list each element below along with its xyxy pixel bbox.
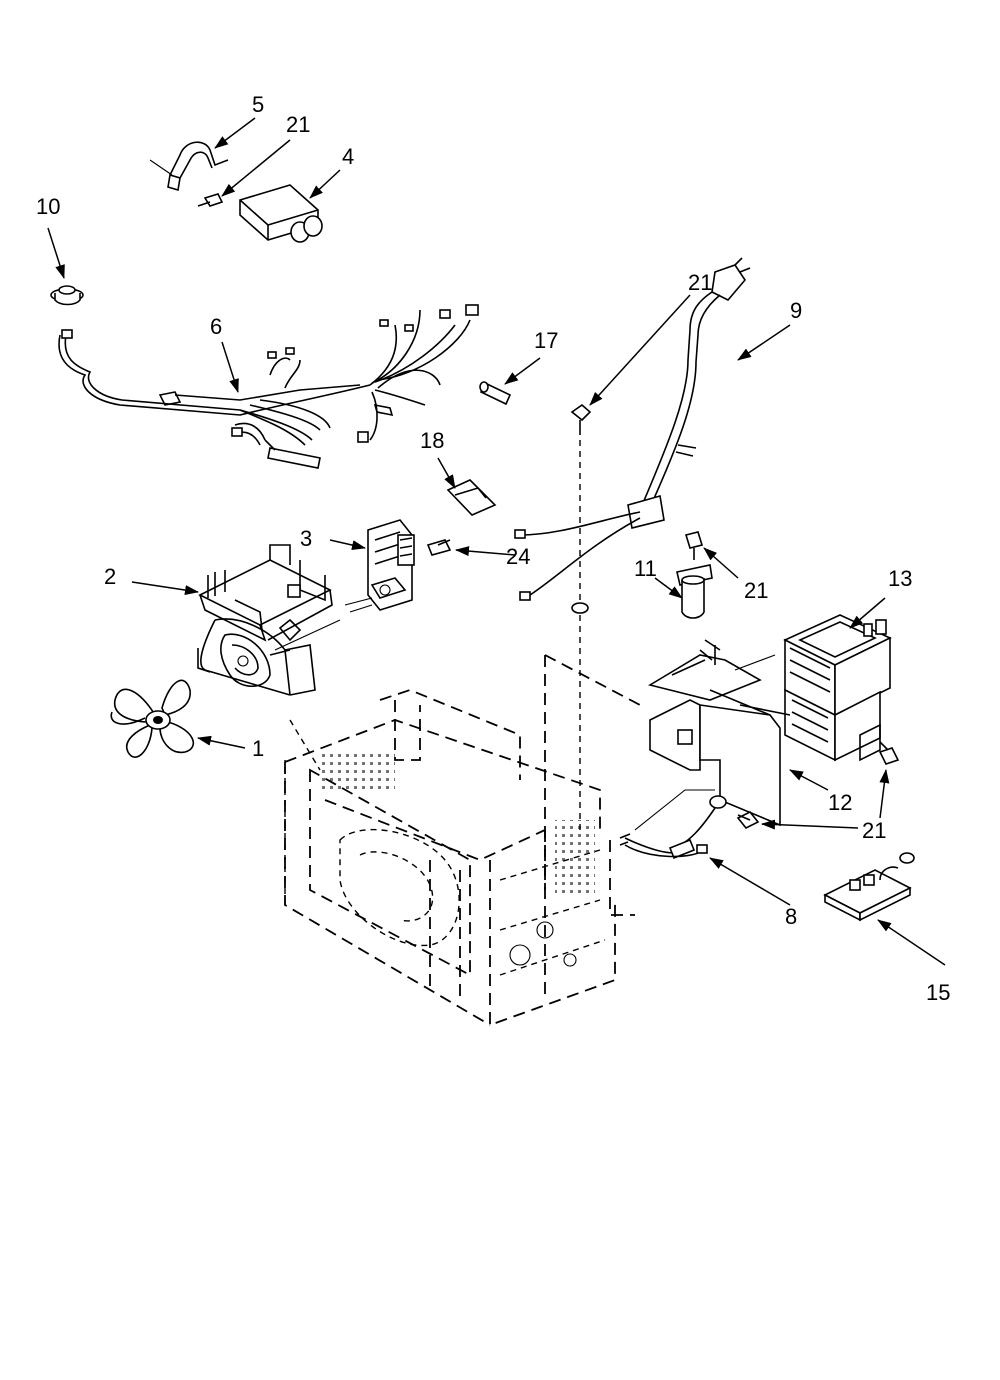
callout-21-lower-right: 21 (862, 818, 886, 843)
callout-21-capacitor-screw: 21 (286, 112, 310, 137)
ground-screw-part (570, 403, 592, 830)
callout-13: 13 (888, 566, 912, 591)
capacitor-part (239, 184, 323, 243)
fuse-holder-part (446, 479, 497, 516)
callout-2: 2 (104, 564, 116, 589)
screw-part-b (684, 531, 704, 560)
magnetron-part (783, 614, 892, 762)
callout-1: 1 (252, 736, 264, 761)
fuse-part (479, 381, 512, 406)
callout-15: 15 (926, 980, 950, 1005)
screw-part-a (197, 193, 224, 207)
callout-10: 10 (36, 194, 60, 219)
wire-lead-part (619, 789, 727, 860)
callout-3: 3 (300, 526, 312, 551)
callout-12: 12 (828, 790, 852, 815)
capacitor-bracket-part (149, 141, 229, 192)
callout-24: 24 (506, 544, 530, 569)
wire-harness-part (58, 304, 479, 469)
callout-8: 8 (785, 904, 797, 929)
screw-part-24 (426, 539, 452, 556)
noise-filter-part (823, 852, 915, 922)
vent-perforation-right (555, 820, 595, 895)
callout-17: 17 (534, 328, 558, 353)
fan-housing-part (197, 544, 341, 696)
vent-perforation-left (320, 750, 395, 790)
microwave-cabinet-outline (284, 654, 641, 1027)
fan-blade-part (110, 679, 195, 758)
callout-5: 5 (252, 92, 264, 117)
callout-6: 6 (210, 314, 222, 339)
power-cord-part (514, 257, 751, 601)
callout-18: 18 (420, 428, 444, 453)
leader-arrows (47, 117, 946, 966)
callout-21-diode-screw: 21 (744, 578, 768, 603)
screw-part-c (736, 810, 760, 830)
thermal-cutout-part (50, 285, 84, 306)
callout-9: 9 (790, 298, 802, 323)
callout-11: 11 (634, 556, 657, 581)
air-guide-part (647, 639, 791, 827)
callout-labels: 1 2 3 4 5 6 8 9 10 11 12 13 15 17 18 21 … (36, 92, 950, 1005)
relay-bracket-part (344, 519, 415, 613)
callout-4: 4 (342, 144, 354, 169)
callout-21-ground-screw: 21 (688, 270, 712, 295)
diode-part (676, 564, 713, 619)
screw-part-d (878, 741, 900, 765)
